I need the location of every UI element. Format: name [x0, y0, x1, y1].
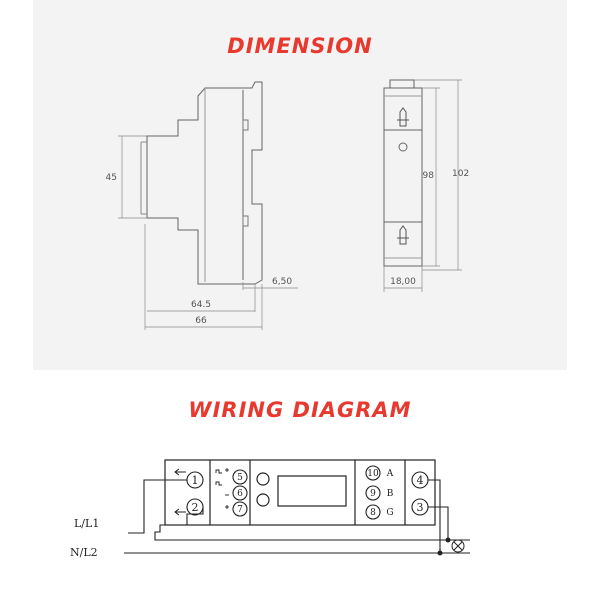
dim-label-6-50: 6,50 — [272, 277, 292, 287]
terminal-1-label: 1 — [192, 474, 199, 487]
side-view-drawing — [118, 81, 298, 330]
dim-label-98: 98 — [423, 171, 435, 181]
junction-dots — [437, 537, 451, 556]
wiring-lines — [124, 479, 470, 554]
terminal-8 — [365, 504, 381, 520]
comm-letter-b: B — [387, 489, 394, 499]
dim-label-66: 66 — [195, 316, 207, 326]
dim-label-45: 45 — [106, 173, 117, 183]
line-label-n-l2: N/L2 — [70, 546, 98, 559]
dim-label-102: 102 — [452, 169, 469, 179]
terminal-2-label: 2 — [192, 501, 199, 514]
comm-letter-a: A — [386, 469, 394, 479]
terminal-6 — [232, 485, 248, 501]
line-label-l1: L/L1 — [74, 517, 99, 530]
meter-body — [164, 459, 436, 526]
front-view-drawing — [383, 79, 462, 292]
dim-label-18-00: 18,00 — [390, 277, 416, 287]
terminal-5 — [232, 469, 248, 485]
terminal-10-label: 10 — [367, 469, 379, 479]
terminal-4-label: 4 — [417, 474, 424, 487]
terminal-7-label: 7 — [237, 505, 243, 515]
wiring-diagram-title: WIRING DIAGRAM — [188, 398, 412, 422]
dim-label-64-5: 64.5 — [191, 300, 211, 310]
dimension-title: DIMENSION — [227, 34, 373, 58]
pulse-output-symbols — [215, 468, 229, 509]
load-lamp-icon — [451, 539, 465, 553]
comm-letter-g: G — [386, 508, 393, 518]
terminal-3-label: 3 — [417, 501, 424, 514]
terminal-9 — [365, 485, 381, 501]
terminal-5-label: 5 — [237, 473, 243, 483]
terminal-9-label: 9 — [370, 489, 376, 499]
terminal-6-label: 6 — [237, 489, 243, 499]
terminal-10 — [365, 465, 381, 481]
internal-arrows — [174, 468, 186, 516]
terminal-8-label: 8 — [370, 508, 376, 518]
terminal-7 — [232, 501, 248, 517]
